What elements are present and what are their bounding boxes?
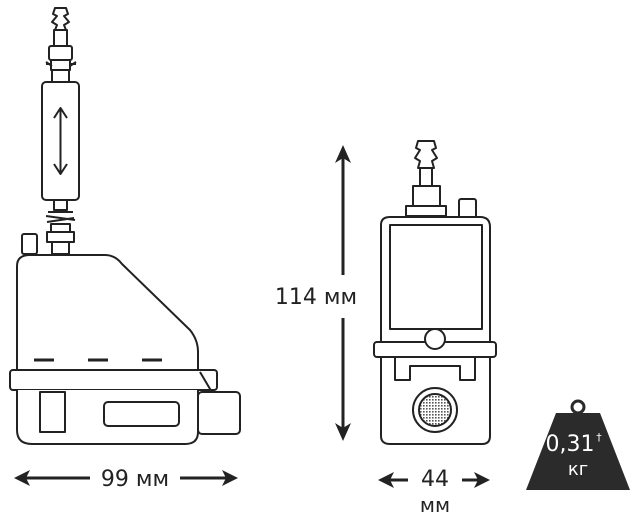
front-stud: [458, 198, 477, 219]
upper-connector: [45, 29, 77, 83]
weight-value: 0,31: [546, 432, 595, 457]
depth-dimension: [378, 472, 490, 488]
tube-section: [41, 81, 80, 201]
width-label: 99 мм: [101, 467, 169, 492]
weight-mark: †: [596, 431, 602, 444]
lower-connector: [45, 199, 76, 255]
height-label: 114 мм: [275, 285, 357, 310]
hose-barb-front: [405, 140, 447, 217]
height-dimension: [335, 145, 351, 441]
weight-unit: кг: [568, 459, 588, 480]
hose-barb-top: [51, 7, 70, 31]
pump-body-front: [373, 216, 497, 445]
weight-icon: 0,31 † кг: [526, 399, 630, 490]
depth-value: 44: [421, 467, 449, 492]
depth-unit: мм: [420, 493, 450, 517]
pump-front-view: [373, 140, 497, 445]
pump-body-side: [9, 254, 241, 445]
side-stud: [21, 233, 38, 255]
width-dimension: [14, 470, 238, 486]
pump-side-view: [9, 7, 241, 445]
